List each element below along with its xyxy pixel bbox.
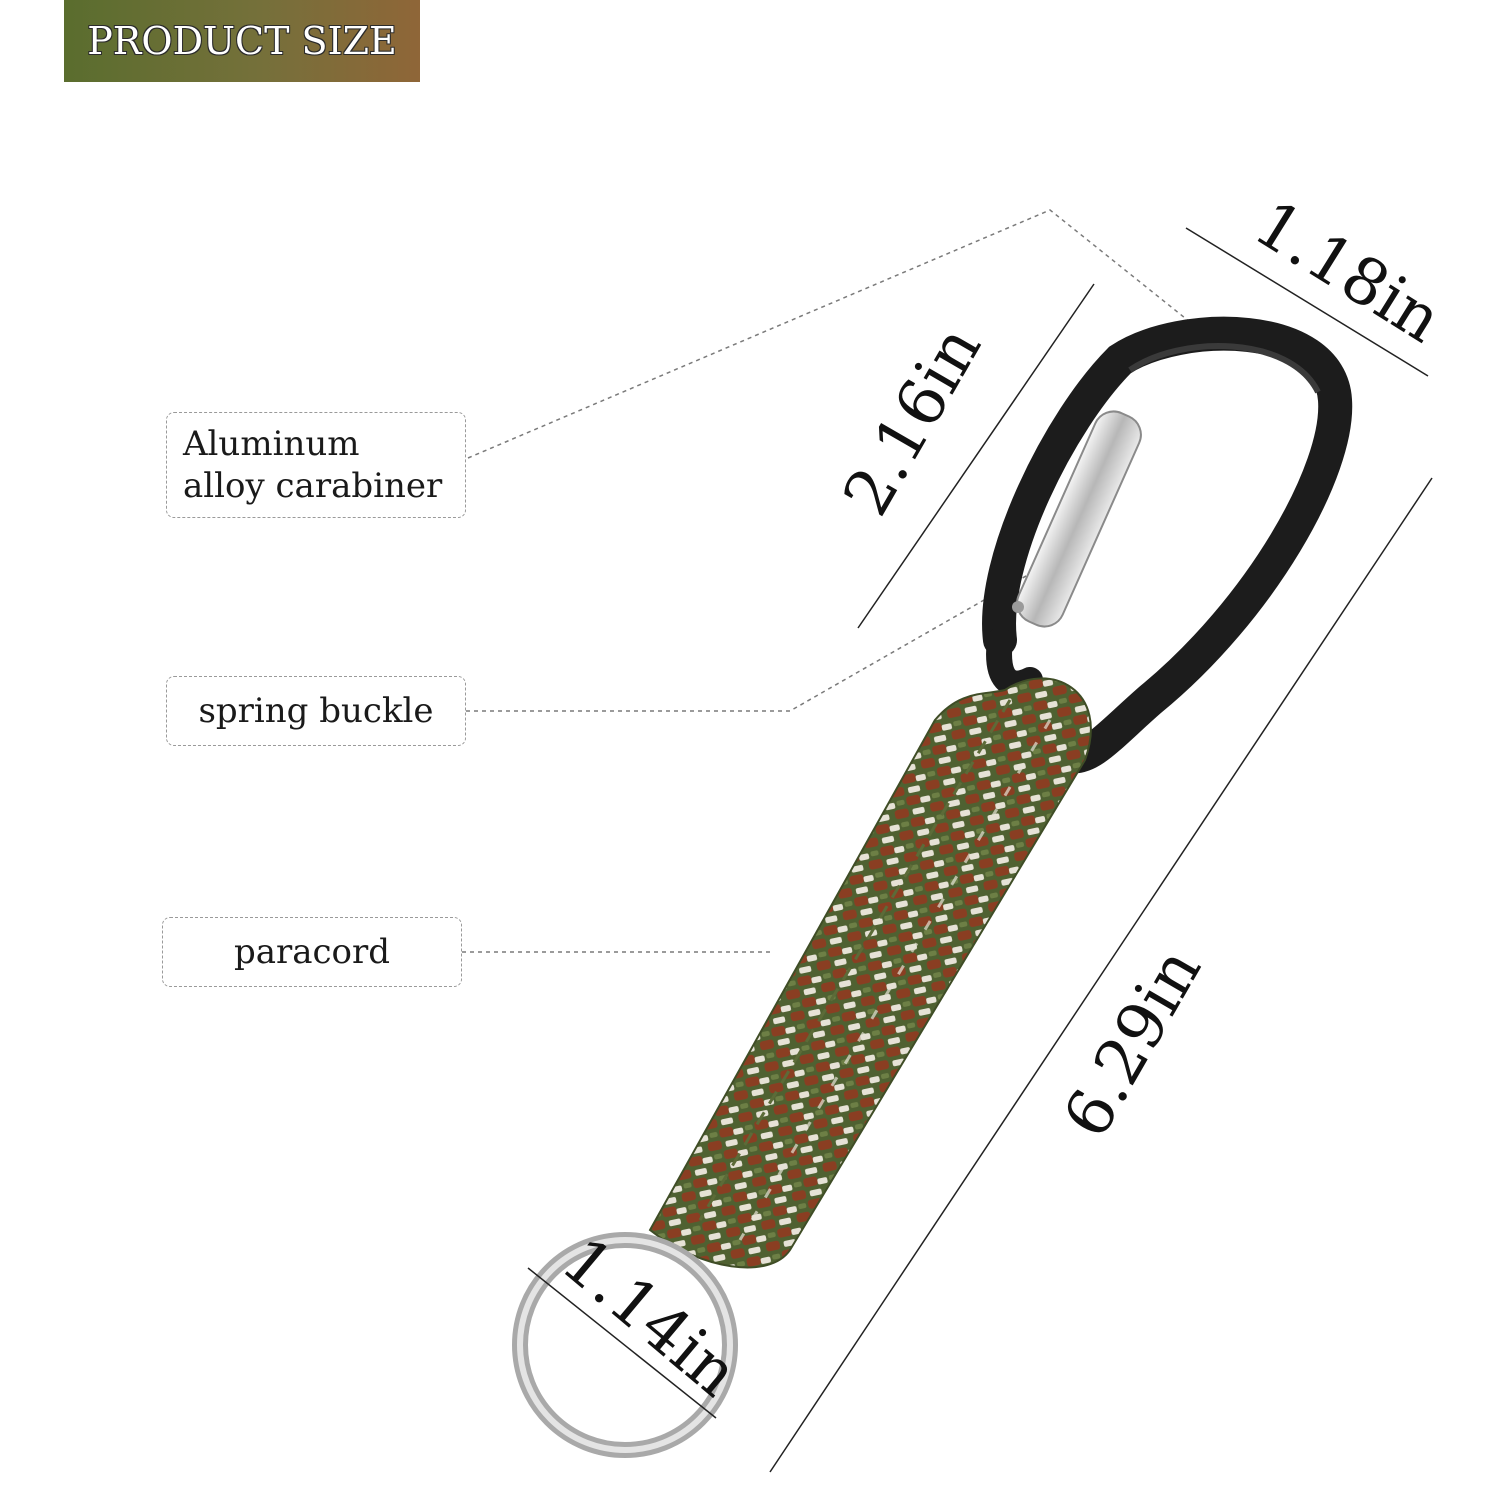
carabiner-length-dimension-label: 2.16in [830,314,996,528]
total-length-dimension-label: 6.29in [1050,936,1216,1150]
paracord-braid [648,677,1092,1269]
paracord-label: paracord [233,932,391,972]
carabiner-callout-line2: alloy carabiner [183,466,443,506]
carabiner-length-dimension-line [857,283,1095,629]
total-length-dimension-line [769,477,1433,1473]
buckle-leader-line [466,567,1041,712]
width-dimension-line [1185,227,1429,377]
split-key-ring [512,1232,738,1458]
carabiner-callout-line1: Aluminum [183,424,360,464]
carabiner-leader-line [467,209,1201,459]
page-title: PRODUCT SIZE [87,19,397,63]
carabiner-callout: Aluminum alloy carabiner [166,412,466,518]
spring-gate [1012,410,1142,628]
spring-buckle-label: spring buckle [198,691,434,731]
spring-buckle-callout: spring buckle [166,676,466,746]
paracord-callout: paracord [162,917,462,987]
title-banner: PRODUCT SIZE [64,0,420,82]
